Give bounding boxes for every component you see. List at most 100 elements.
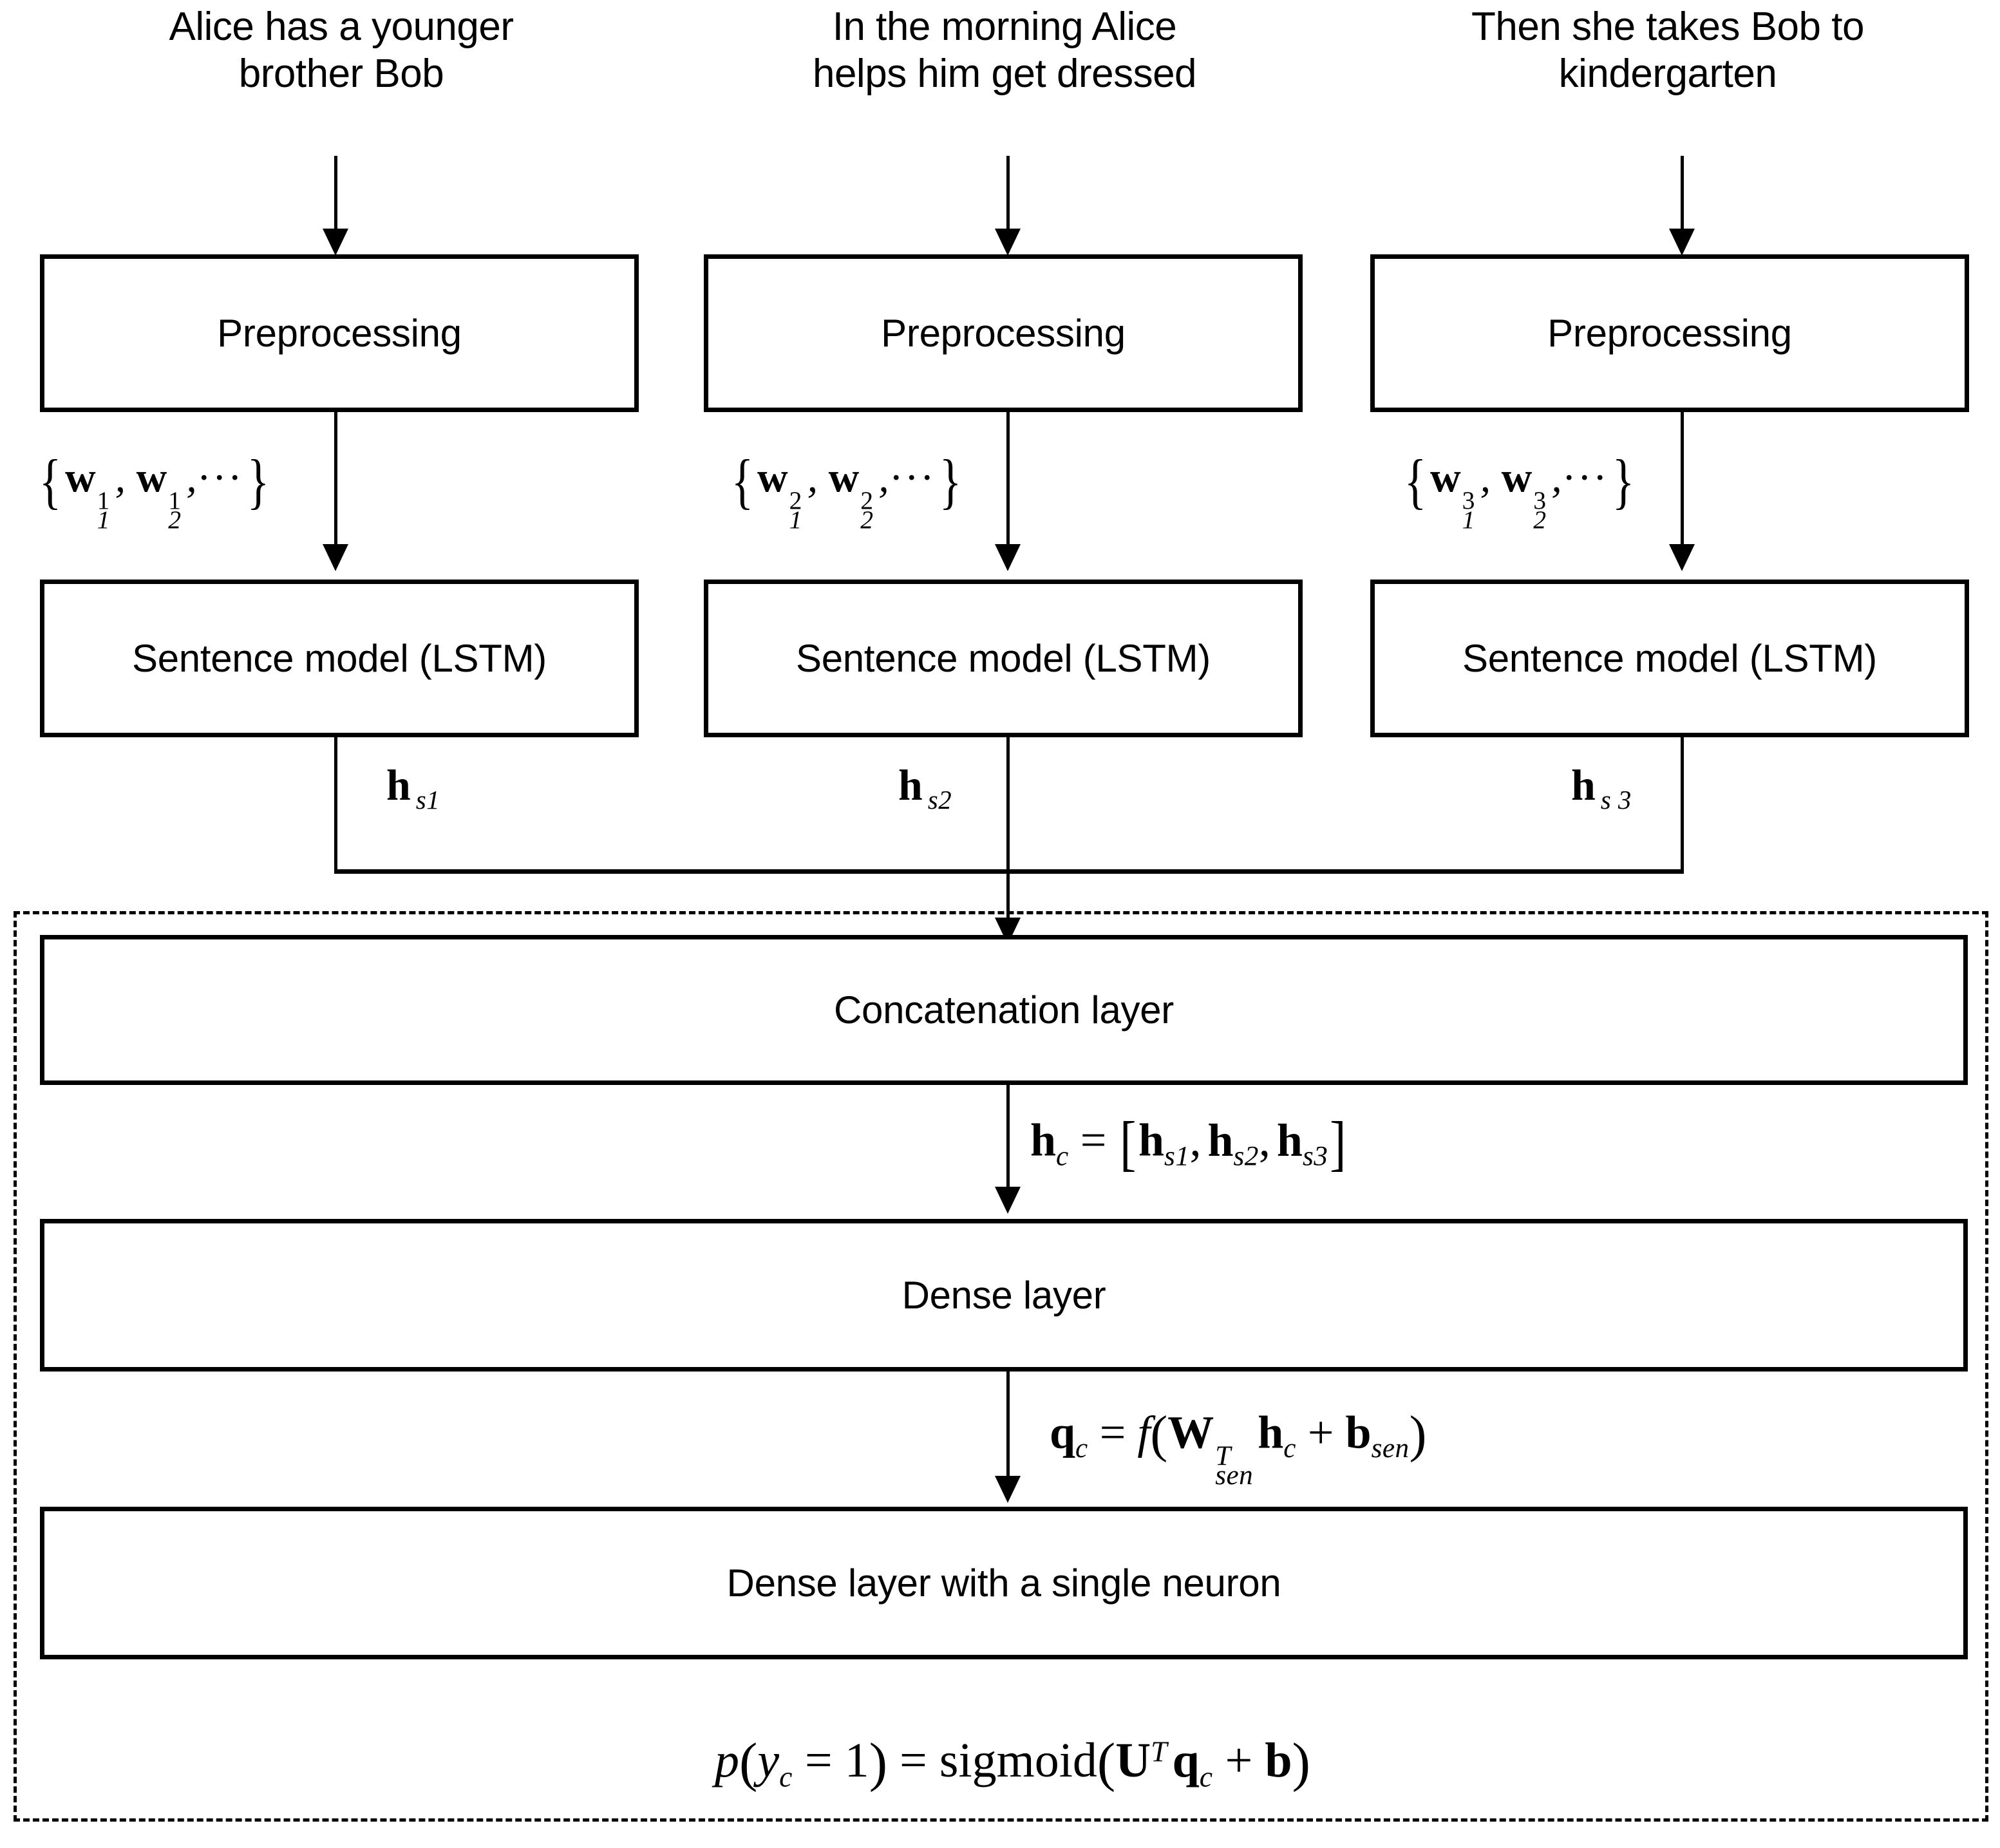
preprocessing-label-2: Preprocessing [881, 312, 1126, 355]
input-sentence-2-line1: In the morning Alice [832, 5, 1177, 49]
output-dense-layer-label: Dense layer with a single neuron [726, 1561, 1281, 1605]
hidden-state-symbol-1: h [386, 760, 411, 809]
word-vectors-close-brace-2: } [939, 447, 961, 515]
output-formula-y: y [757, 1733, 780, 1788]
preprocessing-label-1: Preprocessing [217, 312, 462, 355]
word-vector-1-subscript-1: 1 [97, 505, 110, 534]
word-vectors-close-brace-3: } [1612, 447, 1634, 515]
dense-formula-weight: W [1167, 1406, 1214, 1458]
dense-formula-bias-sub: sen [1371, 1433, 1410, 1464]
concatenation-layer-label: Concatenation layer [834, 988, 1174, 1032]
word-vectors-open-brace-2: { [731, 447, 754, 515]
input-sentence-2-line2: helps him get dressed [812, 52, 1197, 97]
word-vector-1-subscript-3: 1 [1462, 505, 1475, 534]
sentence-model-box-1: Sentence model (LSTM) [40, 580, 639, 737]
word-vectors-comma-3a: , [1480, 454, 1502, 502]
word-vector-2-superscript-3: 3 [1533, 486, 1547, 514]
sentence-model-label-1: Sentence model (LSTM) [132, 637, 547, 680]
connector-lstm1-down [334, 737, 337, 872]
word-vector-2-superscript-1: 1 [168, 486, 182, 514]
word-vector-1-superscript-1: 1 [97, 486, 110, 514]
concat-formula-term2: h [1207, 1114, 1234, 1166]
concat-formula-term3-sub: s3 [1302, 1141, 1328, 1172]
arrow-head-preprocessing-to-lstm-3 [1669, 544, 1695, 571]
input-sentence-3: Then she takes Bob to kindergarten [1384, 3, 1951, 97]
arrow-head-preprocessing-to-lstm-2 [995, 544, 1021, 571]
output-dense-layer-box: Dense layer with a single neuron [40, 1507, 1968, 1659]
output-formula-y-sub: c [779, 1760, 793, 1793]
word-vectors-open-brace-1: { [39, 447, 62, 515]
input-sentence-2: In the morning Alice helps him get dress… [721, 3, 1288, 97]
concat-formula-comma1: , [1189, 1114, 1202, 1166]
preprocessing-box-3: Preprocessing [1370, 254, 1969, 412]
arrow-shaft-concat-to-dense [1006, 1085, 1010, 1191]
dense-formula-lhs: q [1050, 1406, 1076, 1458]
word-vectors-ellipsis-1: ··· [196, 454, 243, 502]
word-vector-2-subscript-3: 2 [1533, 505, 1547, 534]
dense-formula-weight-transpose: T [1215, 1441, 1231, 1472]
sentence-model-label-2: Sentence model (LSTM) [796, 637, 1211, 680]
input-sentence-1: Alice has a younger brother Bob [64, 3, 618, 97]
word-vectors-ellipsis-2: ··· [889, 454, 936, 502]
word-vectors-comma-3b: , [1551, 454, 1562, 502]
output-formula-open-paren-2: ( [1097, 1732, 1116, 1793]
output-formula-open-paren-1: ( [739, 1732, 758, 1793]
dense-formula-close-paren: ) [1409, 1406, 1427, 1463]
concat-formula-term1-sub: s1 [1164, 1141, 1190, 1172]
dense-formula-lhs-sub: c [1075, 1433, 1088, 1464]
concat-formula-term1: h [1138, 1114, 1165, 1166]
combined-model-region [14, 911, 1988, 1822]
input-sentence-3-line2: kindergarten [1558, 52, 1777, 97]
sentence-model-box-2: Sentence model (LSTM) [704, 580, 1303, 737]
arrow-head-input-to-preprocessing-1 [323, 229, 348, 256]
output-formula-q: q [1172, 1733, 1200, 1788]
dense-formula-hidden: h [1258, 1406, 1284, 1458]
word-vector-2-superscript-2: 2 [860, 486, 874, 514]
arrow-shaft-preprocessing-to-lstm-2 [1006, 412, 1010, 557]
output-formula-plus: + [1212, 1733, 1265, 1788]
word-vector-1-subscript-2: 1 [789, 505, 802, 534]
output-formula-p: p [715, 1733, 739, 1788]
arrow-head-preprocessing-to-lstm-1 [323, 544, 348, 571]
output-formula-u: U [1115, 1733, 1151, 1788]
output-formula-q-sub: c [1199, 1760, 1213, 1793]
concat-formula-open-bracket: [ [1120, 1109, 1137, 1177]
output-formula-b: b [1265, 1733, 1292, 1788]
output-formula-equals-1: = [792, 1733, 845, 1788]
arrow-shaft-input-to-preprocessing-3 [1681, 156, 1684, 249]
arrow-shaft-preprocessing-to-lstm-1 [334, 412, 337, 557]
hidden-state-symbol-3: h [1571, 760, 1596, 809]
preprocessing-label-3: Preprocessing [1547, 312, 1792, 355]
output-formula-equals-2: = [887, 1733, 939, 1788]
dense-formula-weight-sub: sen [1215, 1460, 1254, 1491]
output-formula-u-transpose: T [1151, 1735, 1167, 1768]
concat-formula-lhs: h [1030, 1114, 1057, 1166]
connector-lstm2-down [1006, 737, 1010, 940]
dense-formula-open-paren: ( [1150, 1406, 1168, 1463]
dense-formula-hidden-sub: c [1283, 1433, 1296, 1464]
arrow-head-dense-to-output [995, 1476, 1021, 1503]
word-vector-2-subscript-2: 2 [860, 505, 874, 534]
arrow-shaft-input-to-preprocessing-1 [334, 156, 337, 249]
dense-layer-box: Dense layer [40, 1219, 1968, 1372]
output-formula-close-paren-2: ) [1292, 1732, 1310, 1793]
concatenation-layer-box: Concatenation layer [40, 935, 1968, 1085]
word-vectors-ellipsis-3: ··· [1561, 454, 1608, 502]
word-vector-1-superscript-2: 2 [789, 486, 802, 514]
word-vectors-open-brace-3: { [1404, 447, 1427, 515]
sentence-model-box-3: Sentence model (LSTM) [1370, 580, 1969, 737]
concat-formula-equals: = [1068, 1114, 1118, 1166]
word-vector-1-symbol-2: w [757, 454, 788, 502]
arrow-head-concat-to-dense [995, 1187, 1021, 1214]
preprocessing-box-1: Preprocessing [40, 254, 639, 412]
merge-bus-line [334, 869, 1684, 874]
concat-formula-close-bracket: ] [1330, 1109, 1346, 1177]
word-vector-1-superscript-3: 3 [1462, 486, 1475, 514]
word-vector-2-symbol-2: w [828, 454, 860, 502]
arrow-shaft-dense-to-output [1006, 1372, 1010, 1481]
